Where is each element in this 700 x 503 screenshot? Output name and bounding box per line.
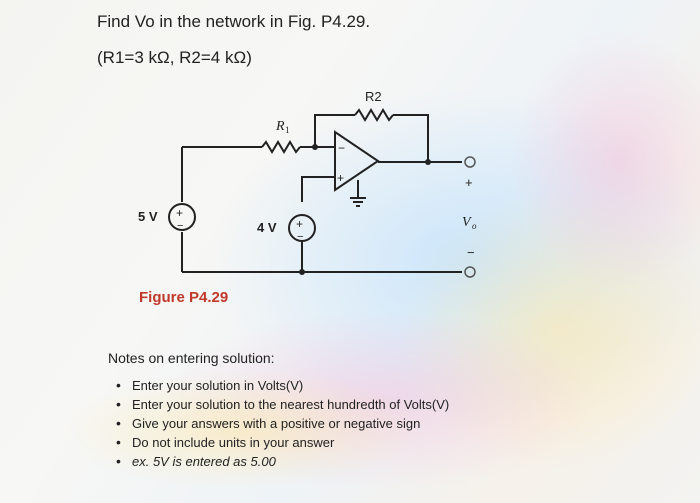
output-terminal-top — [464, 156, 476, 168]
output-terminal-bottom — [464, 266, 476, 278]
wire-feedback-right — [393, 114, 429, 162]
label-5v: 5 V — [138, 209, 158, 224]
note-item: Do not include units in your answer — [116, 433, 449, 452]
source-5v-minus: − — [177, 220, 183, 232]
source-4v-plus: + — [296, 217, 303, 231]
node-dot-output — [425, 159, 431, 165]
wire-noninverting — [301, 176, 335, 202]
opamp-plus-sign: + — [337, 171, 344, 185]
output-minus-sign: − — [467, 245, 475, 260]
label-vo-subscript: o — [472, 221, 477, 231]
label-r2: R2 — [365, 89, 382, 104]
label-r1: R — [275, 119, 285, 134]
node-dot-inverting — [312, 144, 318, 150]
resistor-r1 — [261, 140, 301, 154]
note-item: Give your answers with a positive or neg… — [116, 414, 449, 433]
voltage-source-5v — [168, 203, 196, 231]
node-dot-bottom — [299, 269, 305, 275]
wire-feedback-left — [314, 114, 355, 147]
label-r1-subscript: 1 — [285, 125, 290, 135]
note-item: Enter your solution to the nearest hundr… — [116, 395, 449, 414]
figure-caption: Figure P4.29 — [139, 289, 229, 306]
notes-title: Notes on entering solution: — [108, 350, 275, 366]
label-vo: V — [462, 215, 472, 230]
note-example-text: ex. 5V is entered as 5.00 — [132, 454, 276, 469]
question-text: Find Vo in the network in Fig. P4.29. — [97, 12, 371, 31]
source-5v-plus: + — [176, 206, 183, 220]
voltage-source-4v — [288, 214, 316, 242]
opamp-minus-sign: − — [338, 141, 345, 155]
output-plus-sign: + — [465, 175, 473, 190]
resistor-r2 — [354, 108, 394, 122]
op-amp-triangle — [334, 130, 380, 192]
note-item-example: ex. 5V is entered as 5.00 — [116, 452, 449, 471]
given-values: (R1=3 kΩ, R2=4 kΩ) — [97, 48, 252, 67]
notes-list: Enter your solution in Volts(V) Enter yo… — [116, 376, 449, 471]
label-4v: 4 V — [257, 220, 277, 235]
source-4v-minus: − — [297, 231, 303, 243]
note-item: Enter your solution in Volts(V) — [116, 376, 449, 395]
